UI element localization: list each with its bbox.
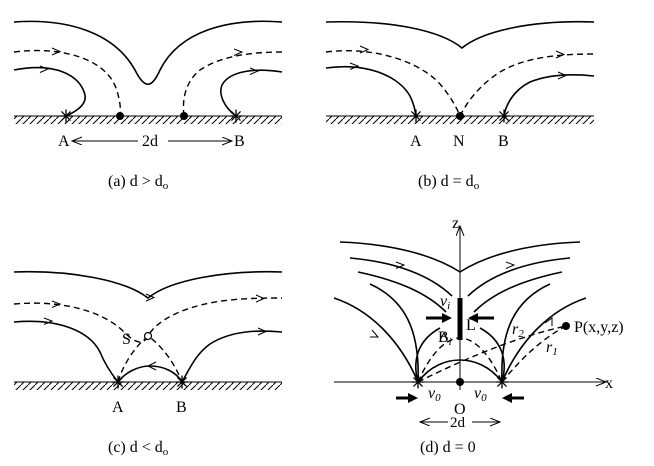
source-star [175,375,189,389]
field-line [181,330,283,383]
null-point-dot [116,112,124,120]
label-b: B [176,399,187,416]
source-star [409,109,423,123]
loop-line [117,365,183,383]
caption-c: (c) d < do [108,439,169,458]
separatrix-line [182,51,283,117]
label-s: S [122,331,131,348]
caption-b: (b) d = do [418,173,480,192]
label-r1: r1 [546,339,558,358]
field-line [220,69,283,117]
panel-b: A N B (b) d = do [325,20,595,192]
distance-line-r1 [501,325,567,383]
label-o: O [454,401,466,418]
field-line [369,283,419,383]
panel-c: S A B (c) d < do [13,270,283,458]
field-line [325,66,417,117]
field-line [503,74,595,117]
arrow-mark [370,329,380,338]
caption-d: (d) d = 0 [420,439,476,456]
source-star [59,109,73,123]
label-a: A [112,399,124,416]
null-point-dot [180,112,188,120]
field-line [13,20,283,86]
axis-x-label: x [605,375,613,392]
separatrix-line [13,49,122,117]
field-line [13,320,119,383]
field-line [357,271,447,313]
saddle-point [143,331,153,341]
field-line [479,327,505,383]
field-line [501,283,551,383]
arrow-mark [255,294,266,303]
arrow-mark [505,261,516,269]
field-line [339,241,581,273]
ground-hatch [14,116,282,124]
separatrix-line [13,297,283,343]
arrow-mark [145,293,156,302]
arrow-mark [51,47,62,56]
loop-line [417,359,503,383]
arrow-mark [249,67,260,75]
distance-line-r2 [417,325,567,383]
origin-dot [456,378,464,386]
field-line [415,327,441,383]
arrow-mark [39,65,50,73]
label-vi: vi [440,293,450,312]
label-v0-left: v0 [428,385,441,404]
source-star [411,375,425,389]
arrow-mark [557,71,568,80]
axis-z-label: z [452,215,459,232]
label-b: B [498,133,509,150]
label-v0-right: v0 [474,385,487,404]
arrow-mark [146,361,157,371]
caption-a: (a) d > do [108,173,169,192]
arrow-mark [349,62,360,70]
label-2d: 2d [450,415,466,431]
field-line [349,257,453,297]
arrow-mark [257,327,268,336]
panel-d: z x P(x,y,z) L vi [333,215,624,456]
separatrix-line [459,53,595,117]
separatrix-line [325,50,461,117]
label-2d: 2d [142,133,158,150]
field-line [501,297,587,383]
arrow-mark [43,317,54,325]
point-p-dot [562,322,570,330]
label-r2: r2 [512,321,524,340]
source-star [229,109,243,123]
field-line [13,270,283,300]
label-n: N [453,133,465,150]
label-l: L [466,317,476,334]
label-p: P(x,y,z) [574,319,624,336]
arrow-mark [51,300,62,308]
arrow-mark [395,261,406,269]
ground-hatch [14,382,282,390]
source-star [497,109,511,123]
field-line [325,20,595,50]
source-star [111,375,125,389]
source-star [495,375,509,389]
field-line [467,257,571,297]
null-point-dot [456,112,464,120]
panel-a: A B 2d (a) d > do [13,20,283,192]
label-a: A [410,133,422,150]
label-a: A [58,133,70,150]
field-line [13,66,86,117]
field-line [333,297,419,383]
label-b: B [234,133,245,150]
field-line [473,271,563,313]
arrow-mark [439,331,448,341]
arrow-mark [233,48,244,56]
arrow-mark [359,45,370,54]
arrow-mark [555,50,566,59]
arrow-mark [544,317,553,326]
label-bi: Bi [438,329,452,348]
